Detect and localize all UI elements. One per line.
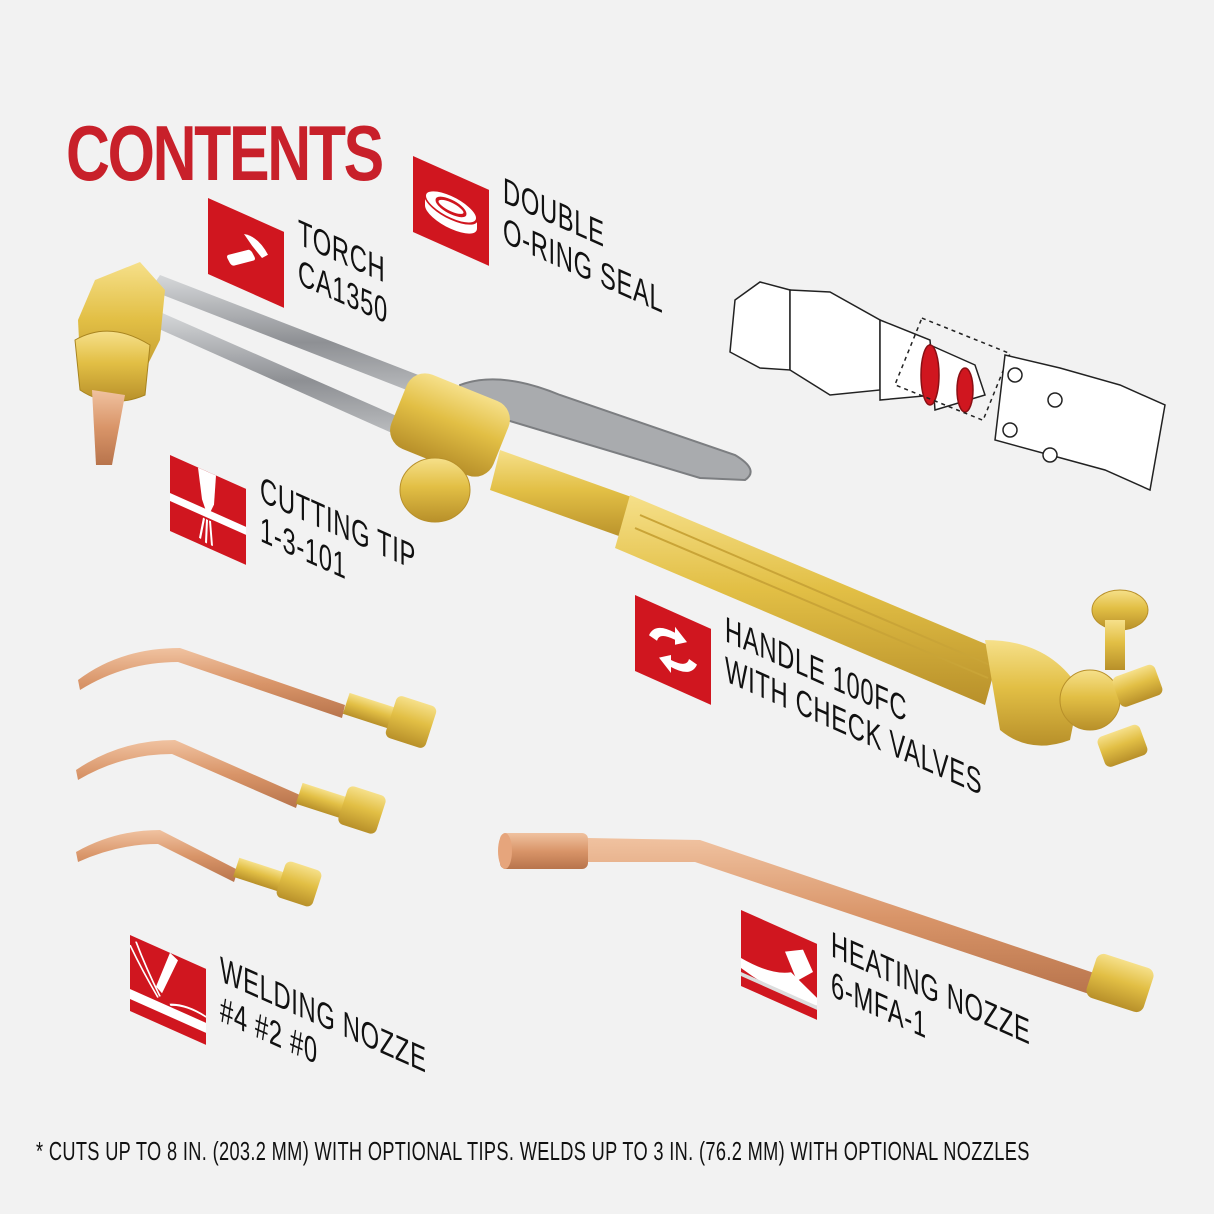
- o-ring-icon: [424, 189, 478, 234]
- cutting-spark-icon: [170, 467, 246, 547]
- heating-badge: [741, 910, 817, 1020]
- heating-nozzle: [498, 833, 1154, 1013]
- heating-nozzle-icon: [741, 949, 817, 1010]
- o-ring-diagram: [729, 281, 1166, 492]
- footnote: * CUTS UP TO 8 IN. (203.2 MM) WITH OPTIO…: [36, 1136, 1030, 1166]
- torch-head: [74, 262, 165, 402]
- rotate-badge: [635, 595, 711, 705]
- rotate-arrows-icon: [649, 626, 697, 674]
- welding-badge: [130, 935, 206, 1045]
- torch-tubes: [150, 275, 470, 450]
- cutting-badge: [170, 455, 246, 565]
- welding-nozzles: [76, 648, 437, 907]
- hammer-icon: [227, 234, 268, 266]
- torch-valve-body: [390, 373, 510, 523]
- torch-handle: [490, 450, 1000, 705]
- hammer-badge: [208, 198, 284, 308]
- page-title: CONTENTS: [66, 109, 384, 198]
- o-ring-badge: [413, 156, 489, 266]
- handle-valve-end: [985, 589, 1163, 767]
- welding-flame-icon: [130, 941, 206, 1033]
- cutting-tip: [92, 390, 125, 465]
